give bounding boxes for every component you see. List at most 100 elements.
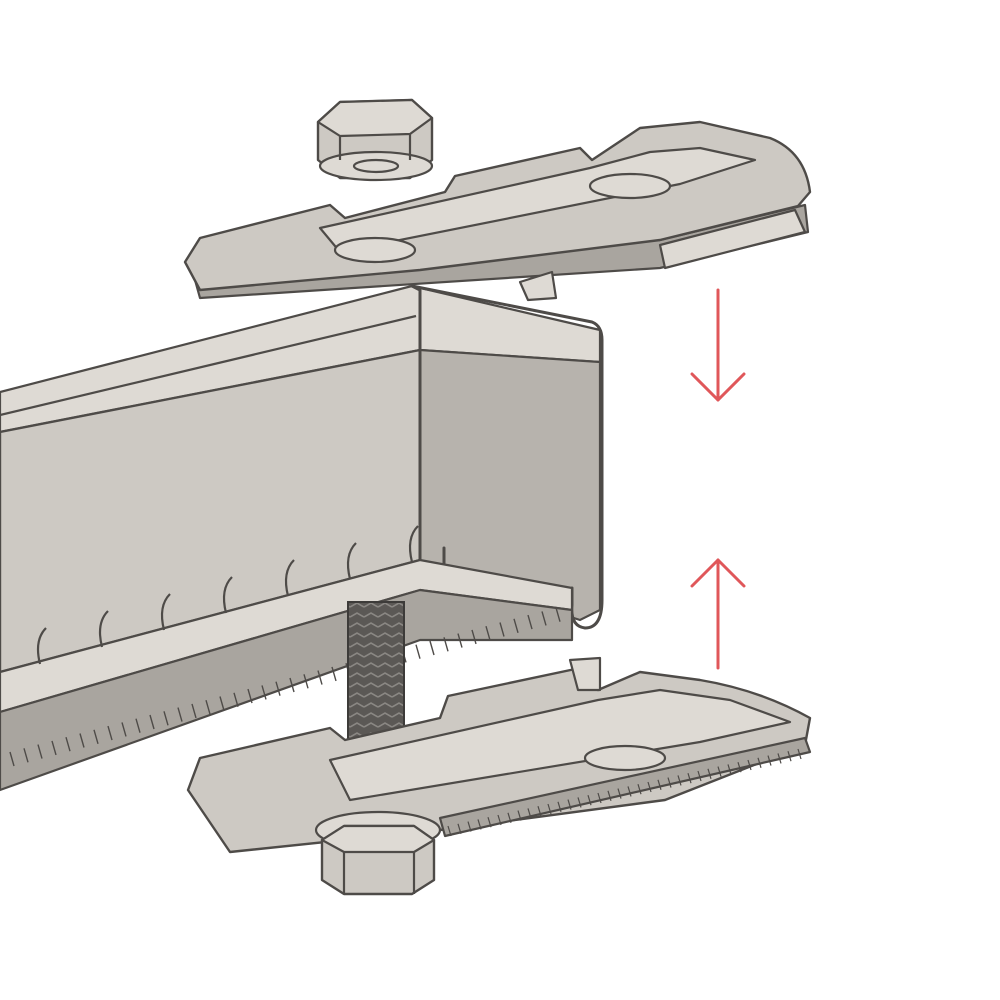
channel-serration: [177, 707, 183, 722]
plate-serration: [667, 777, 672, 788]
channel-serration: [499, 622, 505, 637]
bottom-plate-hole: [583, 744, 667, 772]
channel-slot-notch: [346, 542, 357, 580]
channel-serration: [513, 618, 519, 633]
arrow-down: [690, 288, 746, 402]
channel-slot-notch: [98, 610, 109, 648]
channel-serration: [429, 640, 435, 656]
channel-serration: [65, 737, 71, 752]
channel-serration: [93, 729, 99, 744]
channel-serration: [555, 607, 561, 622]
channel-top-groove: [0, 314, 417, 417]
channel-serration: [191, 703, 197, 719]
plate-serration: [647, 781, 652, 793]
arrow-up-head: [690, 558, 746, 588]
plate-serration: [637, 784, 642, 795]
channel-serration: [289, 677, 295, 693]
top-clamp-plate: [183, 120, 812, 302]
channel-slot-notches: [36, 525, 419, 665]
channel-serration: [107, 725, 113, 741]
plate-serration: [697, 770, 702, 782]
channel-serration: [471, 629, 477, 645]
bottom-plate-serrated-edge: [438, 736, 812, 838]
top-nut-bore: [352, 158, 400, 174]
plate-serration: [467, 821, 472, 832]
plate-serration: [767, 755, 772, 766]
plate-serration: [757, 757, 762, 768]
plate-serration: [747, 759, 752, 771]
rod-body: [347, 601, 405, 751]
plate-serration: [567, 799, 572, 810]
plate-serration: [587, 795, 592, 806]
plate-serration: [477, 819, 482, 830]
channel-slot-notch: [222, 576, 233, 614]
channel-slot-notch: [408, 525, 419, 563]
top-plate-hole-2: [588, 172, 672, 200]
channel-serration: [37, 744, 43, 759]
plate-serration: [717, 766, 722, 777]
channel-serration: [485, 626, 491, 641]
channel-slot-notch: [160, 593, 171, 631]
bottom-plate-rib: [328, 688, 792, 802]
plate-serration: [787, 751, 792, 762]
channel-serration: [457, 633, 463, 648]
plate-serration: [797, 748, 802, 760]
plate-serration: [677, 775, 682, 786]
arrow-down-head: [690, 372, 746, 402]
channel-serration: [541, 611, 547, 626]
channel-serrated-flange: [0, 588, 574, 792]
channel-serration: [135, 718, 141, 733]
channel-slot-notch: [36, 627, 47, 665]
channel-serration: [261, 685, 267, 700]
channel-serration: [331, 666, 337, 682]
arrow-up: [690, 558, 746, 670]
plate-serration: [517, 810, 522, 821]
channel-serration: [79, 733, 85, 748]
plate-serration: [607, 790, 612, 801]
channel-serration: [23, 748, 29, 763]
plate-serration: [727, 764, 732, 775]
threaded-rod: [347, 601, 405, 751]
channel-serration: [149, 714, 155, 730]
channel-serration: [219, 696, 225, 711]
plate-serration: [507, 812, 512, 823]
channel-serration: [233, 692, 239, 707]
strut-channel: [0, 284, 604, 792]
bottom-hex-nut: [314, 810, 442, 896]
top-plate-tab-right: [658, 208, 807, 270]
bottom-clamp-plate: [186, 656, 812, 854]
channel-serration: [317, 670, 323, 685]
top-hex-nut: [316, 98, 434, 182]
top-plate-tab-left: [518, 270, 558, 302]
plate-serration: [687, 773, 692, 784]
plate-serration: [617, 788, 622, 799]
plate-serration: [527, 808, 532, 819]
plate-serration: [577, 797, 582, 808]
channel-serration: [275, 681, 281, 696]
plate-serration: [657, 779, 662, 790]
plate-serration: [597, 792, 602, 804]
plate-serration: [557, 801, 562, 812]
plate-serration: [547, 803, 552, 815]
channel-serration: [121, 722, 127, 737]
channel-serration: [527, 614, 533, 630]
plate-serration: [777, 753, 782, 764]
channel-serration: [163, 711, 169, 726]
channel-serration: [443, 637, 449, 652]
plate-serration: [737, 762, 742, 773]
plate-serration: [457, 823, 462, 834]
channel-serration: [51, 740, 57, 756]
channel-serration: [205, 700, 211, 715]
bottom-plate-serrations: [447, 748, 802, 837]
plate-serration: [497, 814, 502, 826]
bottom-nut-face: [320, 824, 436, 854]
channel-serration: [247, 688, 253, 704]
bottom-plate-tab: [568, 656, 602, 692]
channel-slot-notch: [284, 559, 295, 597]
plate-serration: [707, 768, 712, 779]
plate-serration: [487, 817, 492, 828]
channel-serration: [303, 674, 309, 689]
channel-serration: [9, 751, 15, 767]
